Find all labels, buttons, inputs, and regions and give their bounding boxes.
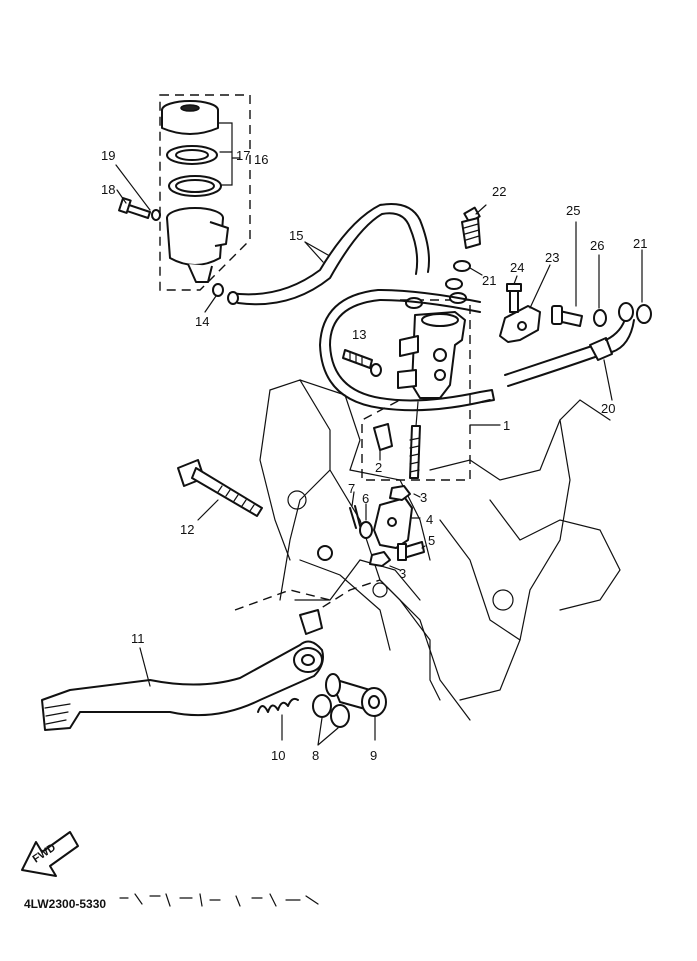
reservoir-hose bbox=[227, 203, 430, 306]
banjo-fittings bbox=[445, 204, 652, 343]
callout-2: 2 bbox=[375, 460, 382, 475]
return-spring bbox=[257, 697, 299, 741]
smudged-code-marks bbox=[119, 893, 319, 907]
callout-20: 20 bbox=[601, 401, 615, 416]
callout-19: 19 bbox=[101, 148, 115, 163]
callout-labels: 1 2 3 3 4 5 6 7 8 9 10 11 12 13 14 15 16… bbox=[101, 148, 647, 763]
callout-1: 1 bbox=[503, 418, 510, 433]
brake-hose bbox=[319, 289, 635, 412]
callout-15: 15 bbox=[289, 228, 303, 243]
callout-12: 12 bbox=[180, 522, 194, 537]
callout-10: 10 bbox=[271, 748, 285, 763]
master-cylinder-group bbox=[342, 292, 501, 481]
callout-23: 23 bbox=[545, 250, 559, 265]
callout-21a: 21 bbox=[482, 273, 496, 288]
fwd-arrow-icon: FWD bbox=[21, 831, 79, 877]
pivot-bolt bbox=[177, 459, 333, 561]
callout-13: 13 bbox=[352, 327, 366, 342]
callout-25: 25 bbox=[566, 203, 580, 218]
callout-3b: 3 bbox=[399, 566, 406, 581]
callout-14: 14 bbox=[195, 314, 209, 329]
callout-22: 22 bbox=[492, 184, 506, 199]
callout-4: 4 bbox=[426, 512, 433, 527]
brake-pedal bbox=[41, 609, 324, 731]
reservoir-group bbox=[115, 94, 251, 313]
callout-5: 5 bbox=[428, 533, 435, 548]
callout-3a: 3 bbox=[420, 490, 427, 505]
diagram-code: 4LW2300-5330 bbox=[24, 897, 106, 911]
callout-26: 26 bbox=[590, 238, 604, 253]
frame-outline bbox=[234, 379, 621, 721]
callout-16: 16 bbox=[254, 152, 268, 167]
linkage-parts bbox=[349, 449, 426, 571]
callout-17: 17 bbox=[236, 148, 250, 163]
callout-7: 7 bbox=[348, 481, 355, 496]
callout-8: 8 bbox=[312, 748, 319, 763]
bushing-set bbox=[312, 673, 387, 746]
callout-21b: 21 bbox=[633, 236, 647, 251]
callout-24: 24 bbox=[510, 260, 524, 275]
callout-18: 18 bbox=[101, 182, 115, 197]
callout-11: 11 bbox=[131, 631, 145, 646]
callout-6: 6 bbox=[362, 491, 369, 506]
callout-9: 9 bbox=[370, 748, 377, 763]
